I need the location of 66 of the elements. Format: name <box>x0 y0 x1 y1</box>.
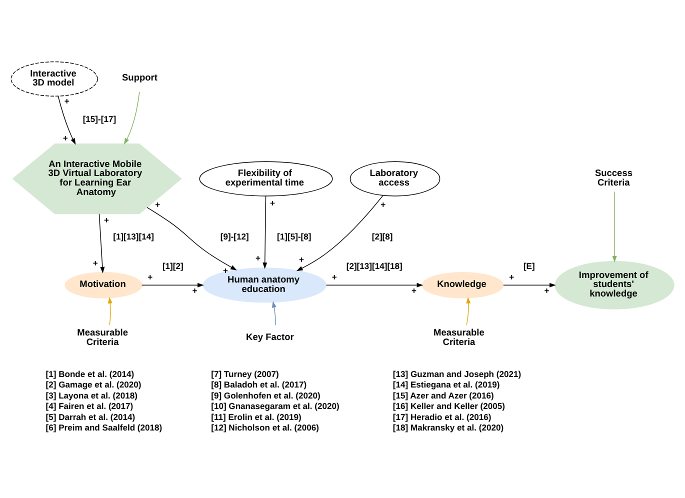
label: [17] Heradio et al. (2016) <box>392 411 492 422</box>
arrow <box>466 296 471 325</box>
label: [18] Makransky et al. (2020) <box>392 422 504 432</box>
label: + <box>256 252 261 263</box>
label: + <box>155 198 160 209</box>
arrow <box>272 300 276 325</box>
label: + <box>332 271 337 282</box>
arrow <box>58 95 76 144</box>
label: [13] Guzman and Joseph (2021) <box>392 368 522 378</box>
label: + <box>299 254 304 264</box>
node-ellipse: Interactive 3D model <box>10 60 98 96</box>
arrow <box>142 282 204 287</box>
label: + <box>64 95 70 106</box>
node-ellipse: Improvement of students' knowledge <box>554 260 674 309</box>
node-text: Measurable Criteria <box>77 327 128 346</box>
node-text: Support <box>122 72 158 82</box>
node-ellipse: Flexibility of experimental time <box>199 160 333 196</box>
label: [4] Fairen et al. (2017) <box>46 400 134 411</box>
label: + <box>509 271 514 282</box>
label: [15] Azer and Azer (2016) <box>392 390 494 400</box>
label: + <box>223 264 228 275</box>
edge-label: [15]-[17] <box>82 113 116 124</box>
label: [11] Erolin et al. (2019) <box>211 411 302 422</box>
node-text: Measurable Criteria <box>434 327 484 346</box>
arrow <box>262 195 268 268</box>
edge-label: [2][13][14][18] <box>346 260 402 270</box>
arrow <box>98 213 105 273</box>
label: + <box>411 285 416 296</box>
edge-label: [1][2] <box>162 260 184 270</box>
label: [14] Estiegana et al. (2019) <box>392 379 500 390</box>
label: + <box>192 285 198 296</box>
edge-label: [1][5]-[8] <box>277 230 312 241</box>
label: [6] Preim and Saalfeld (2018) <box>46 422 162 432</box>
label: [10] Gnanasegaram et al. (2020) <box>211 400 340 411</box>
label: + <box>92 258 98 268</box>
label: [5] Darrah et al. (2014) <box>46 411 136 422</box>
edge-label: [E] <box>523 260 535 270</box>
label: [3] Layona et al. (2018) <box>46 390 138 400</box>
label: + <box>148 271 153 282</box>
label: + <box>380 199 386 210</box>
edge-label: [1][13][14] <box>113 230 154 241</box>
node-text: Key Factor <box>246 331 294 342</box>
label: + <box>544 285 550 296</box>
edge-label: [2][8] <box>372 230 393 241</box>
label: [2] Gamage et al. (2020) <box>46 379 142 390</box>
arrow <box>124 90 140 144</box>
label: + <box>62 132 68 143</box>
node-ellipse: Laboratory access <box>350 160 440 196</box>
node-ellipse: Motivation <box>64 271 142 298</box>
arrow <box>296 194 384 271</box>
node-text: Success Criteria <box>594 168 632 187</box>
node-ellipse: Knowledge <box>422 271 504 298</box>
arrow <box>326 282 424 287</box>
arrow <box>146 206 237 270</box>
edge-label: [9]-[12] <box>220 230 249 241</box>
label: [9] Golenhofen et al. (2020) <box>211 390 320 400</box>
label: [8] Baladoh et al. (2017) <box>211 379 307 390</box>
label: + <box>104 214 110 225</box>
label: [16] Keller and Keller (2005) <box>392 400 505 411</box>
arrow <box>503 282 556 287</box>
label: + <box>270 197 276 208</box>
arrow <box>108 296 112 325</box>
label: [7] Turney (2007) <box>211 368 279 378</box>
label: [1] Bonde et al. (2014) <box>46 368 134 378</box>
arrow <box>612 190 617 262</box>
label: [12] Nicholson et al. (2006) <box>211 422 319 432</box>
